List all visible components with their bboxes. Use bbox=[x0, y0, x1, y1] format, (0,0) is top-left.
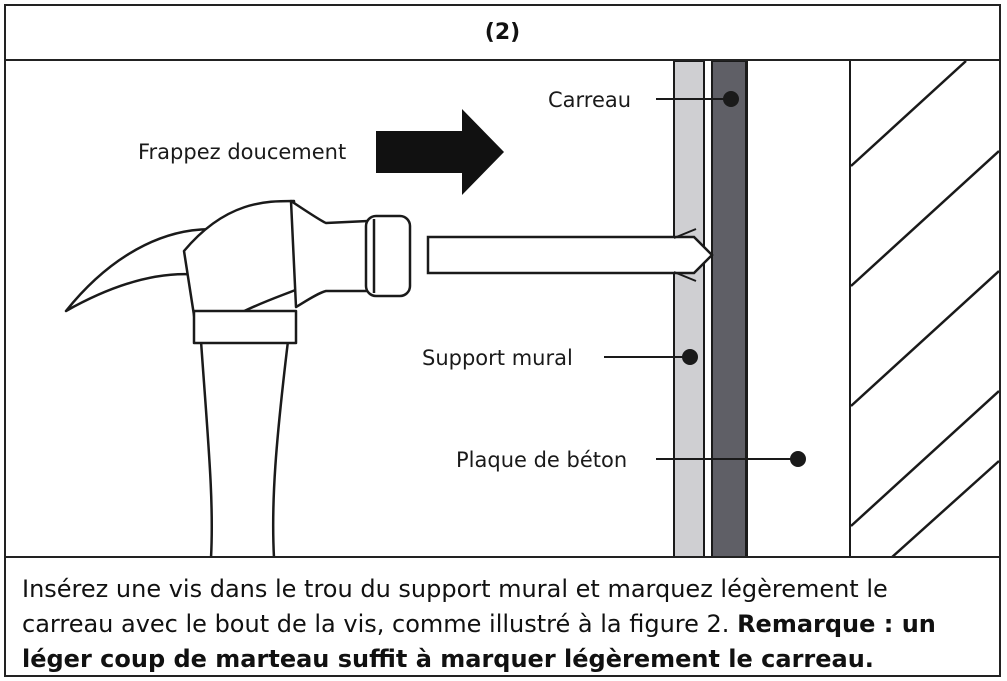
screw bbox=[426, 235, 714, 275]
figure-frame: (2) bbox=[4, 4, 1001, 677]
wall-bracket bbox=[673, 61, 705, 558]
caption-note: Remarque : un léger coup de marteau suff… bbox=[22, 610, 936, 673]
hammer-icon bbox=[64, 199, 412, 558]
tile bbox=[711, 61, 747, 558]
label-wall-bracket: Support mural bbox=[422, 346, 573, 370]
label-concrete: Plaque de béton bbox=[456, 448, 627, 472]
leader-lines bbox=[604, 91, 806, 467]
label-tap: Frappez doucement bbox=[138, 140, 346, 164]
label-tile: Carreau bbox=[548, 88, 631, 112]
wall-hatching bbox=[850, 61, 999, 558]
caption-text: Insérez une vis dans le trou du support … bbox=[22, 575, 888, 638]
tap-arrow-icon bbox=[376, 109, 504, 195]
concrete-slab bbox=[746, 61, 851, 558]
instruction-caption: Insérez une vis dans le trou du support … bbox=[6, 556, 999, 675]
installation-diagram: Frappez doucement Carreau Support mural … bbox=[64, 61, 999, 558]
figure-number: (2) bbox=[6, 6, 999, 61]
screw-hole-marks bbox=[673, 228, 697, 282]
